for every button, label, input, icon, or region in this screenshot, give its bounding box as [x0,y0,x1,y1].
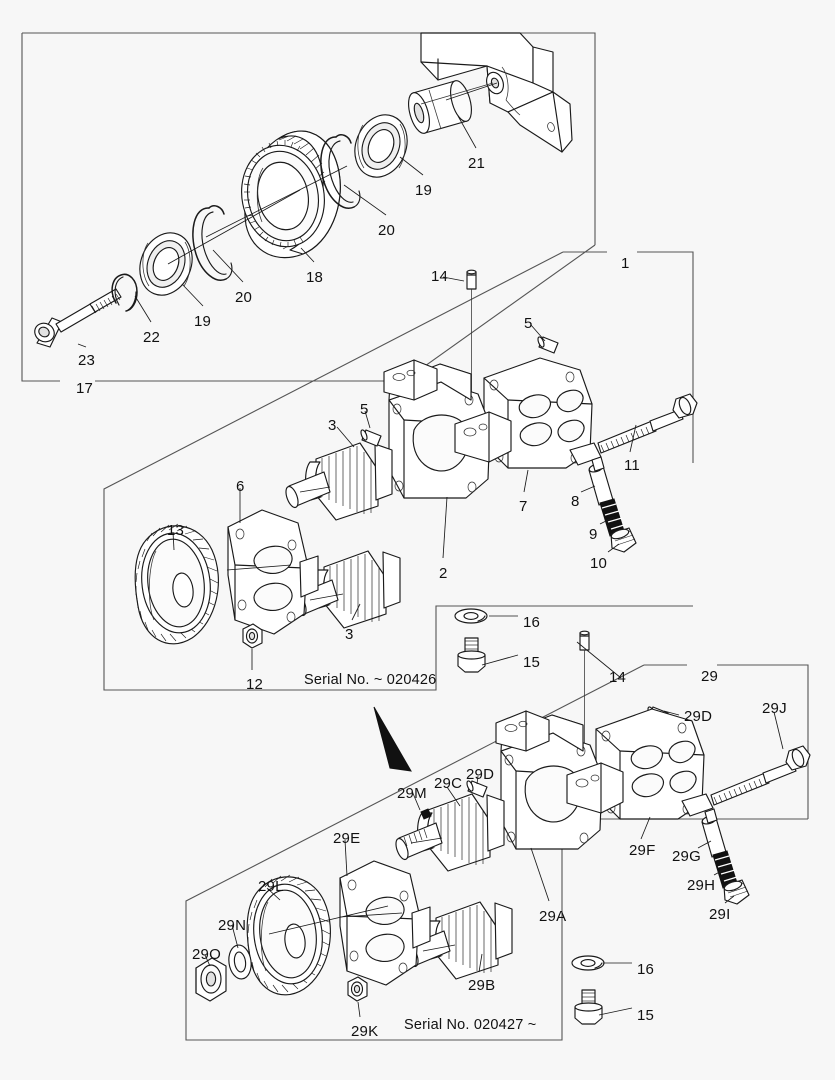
callout-29D-b: 29D [466,766,495,783]
part-29N-washer [228,944,252,980]
callout-13: 13 [167,522,185,539]
part-16-washer-bottom [571,955,605,971]
callout-29E: 29E [333,830,361,847]
part-29D-pin-b [466,780,488,798]
part-2-pump-body [383,359,512,499]
leaders-group-1 [172,276,637,670]
callout-29M: 29M [397,785,427,802]
serial-note-old: Serial No. ~ 020426 [304,672,437,688]
callout-16-b: 16 [637,961,655,978]
leaders-group-17 [77,82,498,348]
part-13-drive-gear [134,523,219,645]
part-29K-nut [347,976,368,1002]
part-12-nut [242,623,263,649]
part-23-bolt [34,288,122,348]
callout-23: 23 [78,352,96,369]
part-21-sleeve [408,80,472,134]
callout-29O: 29O [192,946,221,963]
callout-5-a: 5 [524,315,533,332]
housing-section-top [420,32,573,153]
part-19-bearing-upper [354,114,408,178]
part-18-helical-gear [241,130,341,259]
part-5-pin-a [537,336,559,354]
part-11-long-bolt [597,393,698,454]
callout-1: 1 [621,255,630,272]
part-29E-cover-plate [339,860,431,986]
callout-12: 12 [246,676,264,693]
callout-29G: 29G [672,848,701,865]
callout-14-a: 14 [431,268,449,285]
group-box-29 [185,664,809,1041]
serial-note-new: Serial No. 020427 ~ [404,1017,537,1033]
callout-19-b: 19 [415,182,433,199]
callout-29F: 29F [629,842,656,859]
part-29C-gear-upper [395,793,505,872]
part-15-bolt-middle [457,637,486,673]
callout-15-a: 15 [523,654,541,671]
callout-14-b: 14 [609,669,627,686]
callout-3-a: 3 [328,417,337,434]
callout-29I: 29I [709,906,731,923]
callout-29C: 29C [434,775,463,792]
part-19-bearing-lower [139,232,193,296]
callout-7: 7 [519,498,528,515]
callout-29A: 29A [539,908,567,925]
part-29I-valve-plug [723,879,750,905]
callout-29L: 29L [258,878,284,895]
callout-5-b: 5 [360,401,369,418]
callout-10: 10 [590,555,608,572]
callout-3-b: 3 [345,626,354,643]
section-arrow [373,706,412,772]
callout-29N: 29N [218,917,247,934]
part-29O-nut [195,957,227,1002]
part-20-snap-ring-upper [320,134,361,209]
part-22-snap-ring [111,273,138,312]
callout-9: 9 [589,526,598,543]
callout-19-a: 19 [194,313,212,330]
callout-29J: 29J [762,700,787,717]
callout-21: 21 [468,155,486,172]
callout-8: 8 [571,493,580,510]
part-20-snap-ring-lower [192,205,233,281]
callout-16-a: 16 [523,614,541,631]
part-5-pin-b [360,429,382,447]
leaders-group-29 [204,641,784,1018]
callout-29D-a: 29D [684,708,713,725]
group-box-1 [103,251,694,691]
callout-11: 11 [624,457,640,474]
part-6-cover-plate [227,509,319,635]
callout-29H: 29H [687,877,716,894]
callout-15-b: 15 [637,1007,655,1024]
part-15-bolt-bottom [574,989,603,1025]
part-3-gear-upper [285,442,393,521]
part-29L-drive-gear [246,874,331,996]
callout-20-b: 20 [378,222,396,239]
callout-29B: 29B [468,977,496,994]
part-29G-valve-piston [701,808,727,858]
callout-2: 2 [439,565,448,582]
part-29J-long-bolt [710,745,811,806]
callout-29K: 29K [351,1023,379,1040]
part-3-gear-lower [293,550,401,629]
callout-20-a: 20 [235,289,253,306]
part-10-valve-plug [610,527,637,553]
callout-22: 22 [143,329,161,346]
callout-18: 18 [306,269,324,286]
part-8-valve-piston [588,456,614,506]
callout-29: 29 [701,668,719,685]
part-29A-pump-body [495,710,624,850]
part-16-washer-middle [454,608,488,624]
callout-17: 17 [76,380,94,397]
part-29M-key [420,808,432,820]
callout-6: 6 [236,478,245,495]
